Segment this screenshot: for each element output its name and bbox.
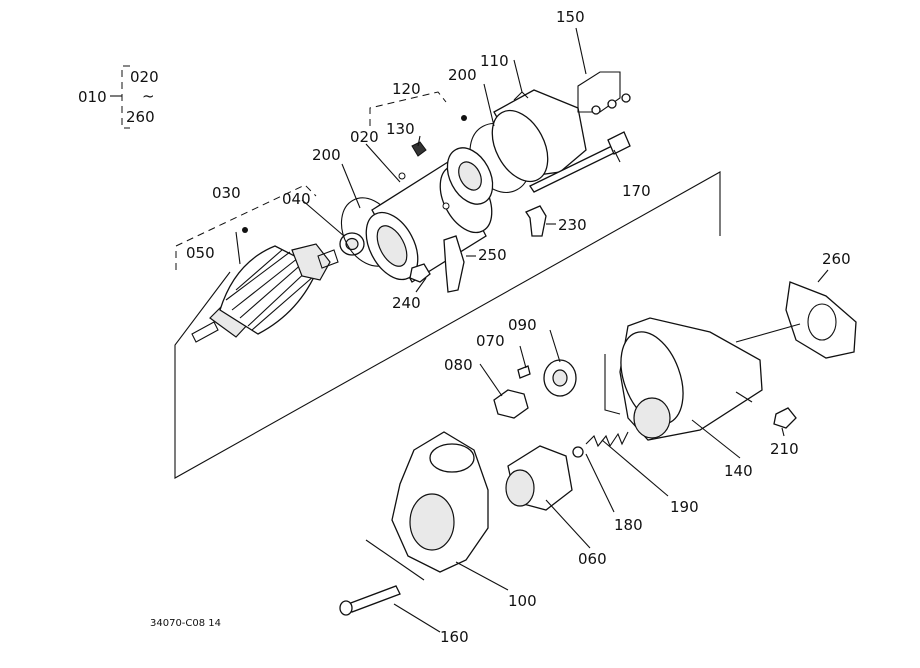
callout-200-left: 200 bbox=[312, 146, 341, 164]
callout-110: 110 bbox=[480, 52, 509, 70]
callout-090: 090 bbox=[508, 316, 537, 334]
retainer-080 bbox=[493, 389, 529, 419]
overrunning-clutch bbox=[505, 445, 573, 511]
callout-040: 040 bbox=[282, 190, 311, 208]
callout-070: 070 bbox=[476, 332, 505, 350]
range-end: 260 bbox=[126, 108, 155, 126]
callout-080: 080 bbox=[444, 356, 473, 374]
callout-020: 020 bbox=[350, 128, 379, 146]
long-bolt bbox=[339, 585, 401, 616]
magnetic-switch bbox=[619, 317, 801, 441]
roller-070 bbox=[517, 365, 531, 379]
callout-120: 120 bbox=[392, 80, 421, 98]
callout-050: 050 bbox=[186, 244, 215, 262]
shift-lever bbox=[443, 235, 465, 293]
callout-100: 100 bbox=[508, 592, 537, 610]
callout-170: 170 bbox=[622, 182, 651, 200]
brush-holder bbox=[446, 115, 494, 205]
callout-130: 130 bbox=[386, 120, 415, 138]
callout-210: 210 bbox=[770, 440, 799, 458]
group-range-label: 020 ~ 260 bbox=[126, 68, 159, 126]
screw-230 bbox=[525, 205, 547, 237]
callout-240: 240 bbox=[392, 294, 421, 312]
rear-cover bbox=[491, 89, 587, 183]
callout-160: 160 bbox=[440, 628, 469, 646]
through-bolt bbox=[529, 131, 631, 193]
callout-230: 230 bbox=[558, 216, 587, 234]
screws bbox=[577, 71, 631, 115]
leader-lines bbox=[235, 27, 829, 633]
figure-code: 34070-C08 14 bbox=[150, 618, 221, 629]
range-start: 020 bbox=[130, 68, 159, 86]
callout-150: 150 bbox=[556, 8, 585, 26]
callout-030: 030 bbox=[212, 184, 241, 202]
nut-240 bbox=[409, 263, 431, 283]
group-bracket bbox=[110, 65, 130, 129]
clip bbox=[411, 141, 427, 157]
callout-180: 180 bbox=[614, 516, 643, 534]
ball bbox=[572, 446, 584, 458]
armature bbox=[191, 227, 339, 343]
callout-200-right: 200 bbox=[448, 66, 477, 84]
range-tilde: ~ bbox=[142, 87, 155, 105]
callout-190: 190 bbox=[670, 498, 699, 516]
assembly-bracket bbox=[174, 171, 721, 479]
gasket bbox=[785, 281, 857, 359]
sub-assembly-outline-030 bbox=[175, 184, 317, 270]
callout-140: 140 bbox=[724, 462, 753, 480]
nut-210 bbox=[773, 407, 797, 429]
callout-060: 060 bbox=[578, 550, 607, 568]
locator-dot bbox=[242, 227, 248, 233]
callout-010: 010 bbox=[78, 88, 107, 106]
callout-260: 260 bbox=[822, 250, 851, 268]
spring bbox=[585, 431, 629, 448]
sub-assembly-outline-120 bbox=[369, 91, 447, 126]
callout-250: 250 bbox=[478, 246, 507, 264]
front-housing bbox=[391, 431, 489, 573]
